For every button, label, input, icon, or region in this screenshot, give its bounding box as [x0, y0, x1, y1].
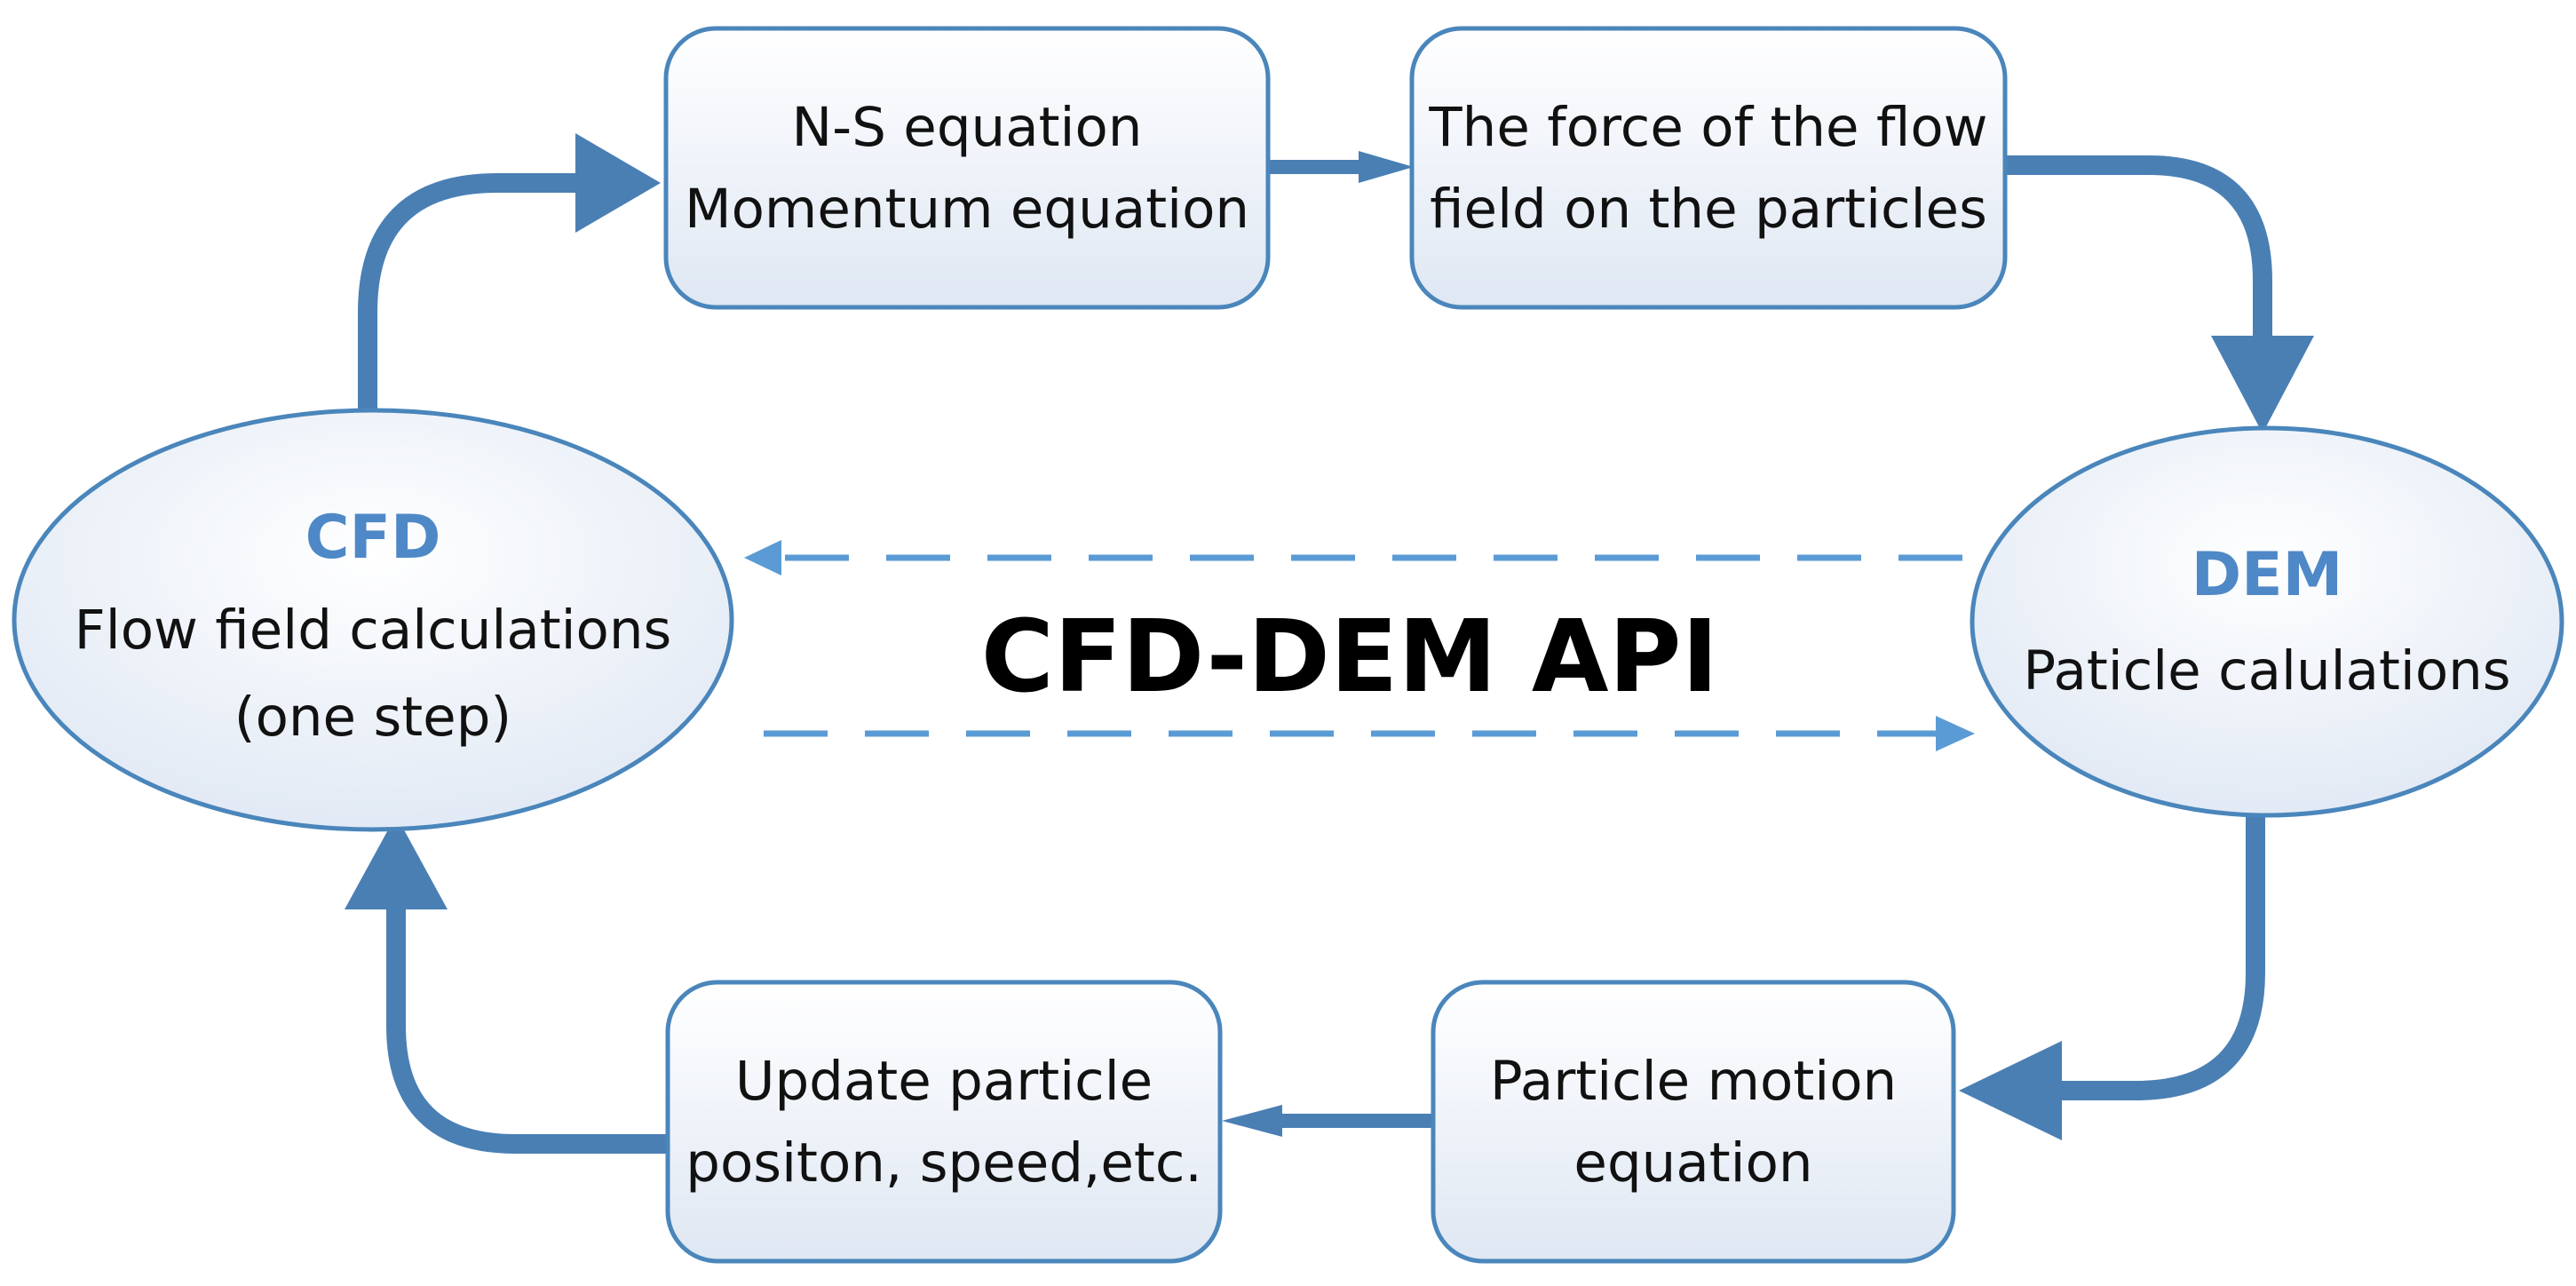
connector-update-to-cfd — [386, 906, 668, 1154]
node-box — [663, 26, 1271, 310]
arrowhead-right-icon — [1936, 716, 1975, 751]
node-ellipse — [1970, 425, 2564, 818]
node-cfd: CFD Flow field calculations (one step) — [12, 408, 734, 832]
node-box — [1431, 980, 1956, 1264]
connector-cfd-to-ns — [358, 173, 577, 417]
arrowhead-up-icon — [345, 815, 448, 909]
node-ellipse — [12, 408, 734, 832]
node-dem: DEM Paticle calulations — [1970, 425, 2564, 818]
flow-connectors — [358, 155, 2272, 1154]
arrowhead-down-icon — [2211, 336, 2314, 433]
node-line: Momentum equation — [685, 178, 1249, 241]
node-line: field on the particles — [1430, 178, 1987, 241]
arrowhead-left-icon — [1222, 1105, 1282, 1137]
arrowhead-left-icon — [744, 540, 781, 576]
node-line: Paticle calulations — [2023, 639, 2510, 703]
node-flow-force: The force of the flow field on the parti… — [1409, 26, 2008, 310]
api-connectors — [744, 540, 1975, 751]
node-line: (one step) — [234, 686, 511, 749]
node-particle-motion: Particle motion equation — [1431, 980, 1956, 1264]
node-box — [1409, 26, 2008, 310]
node-line: equation — [1573, 1131, 1812, 1195]
node-line: Update particle — [735, 1050, 1153, 1113]
node-line: Flow field calculations — [75, 599, 672, 662]
node-line: Particle motion — [1490, 1050, 1897, 1113]
node-line: positon, speed,etc. — [686, 1131, 1202, 1195]
arrowhead-right-icon — [575, 133, 661, 233]
connector-force-to-dem — [2007, 155, 2272, 337]
node-title: DEM — [2192, 540, 2343, 610]
node-line: The force of the flow — [1428, 96, 1987, 159]
node-ns-equation: N-S equation Momentum equation — [663, 26, 1271, 310]
arrowhead-left-icon — [1959, 1041, 2062, 1140]
node-title: CFD — [305, 503, 441, 573]
connector-dem-to-motion — [2060, 815, 2265, 1100]
node-line: N-S equation — [792, 96, 1143, 159]
node-update-particle: Update particle positon, speed,etc. — [665, 980, 1223, 1264]
api-title: CFD-DEM API — [981, 599, 1719, 715]
flow-arrowheads — [345, 133, 2314, 1140]
arrowhead-right-icon — [1359, 151, 1414, 183]
node-box — [665, 980, 1223, 1264]
